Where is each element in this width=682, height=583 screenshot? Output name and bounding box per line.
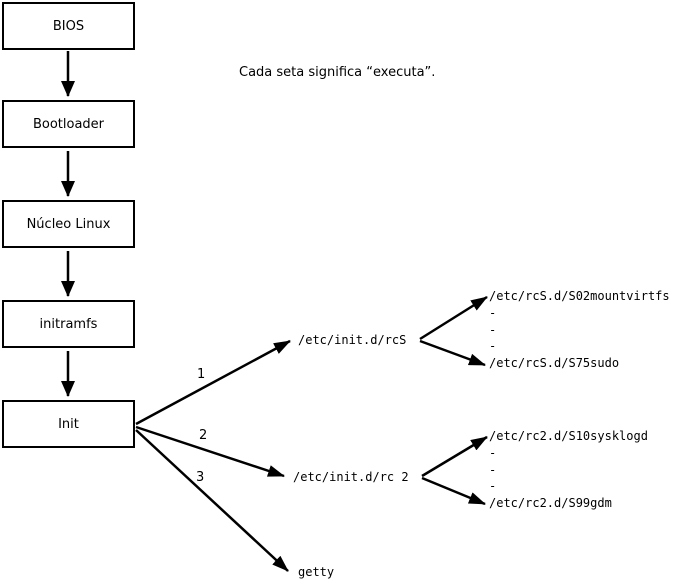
arrow-init-to-rcs-icon <box>135 339 291 426</box>
label-rc2-child-s10sysklogd: /etc/rc2.d/S10sysklogd <box>489 429 648 443</box>
arrow-init-to-getty-icon <box>135 429 289 572</box>
branch-number-3: 3 <box>196 470 205 485</box>
label-rc2-child-dash: - <box>489 446 497 460</box>
arrow-rc2-to-s10sysklogd-icon <box>421 435 488 478</box>
arrow-rcs-to-s75sudo-icon <box>419 339 486 367</box>
label-getty: getty <box>298 565 335 579</box>
label-rc2-child-dash: - <box>489 479 497 493</box>
box-init: Init <box>2 400 135 448</box>
label-etc-init-d-rcs: /etc/init.d/rcS <box>298 333 407 347</box>
box-linux-kernel: Núcleo Linux <box>2 200 135 248</box>
label-rc2-child-dash: - <box>489 463 497 477</box>
branch-number-1: 1 <box>197 367 206 382</box>
arrow-init-to-rc2-icon <box>135 425 285 478</box>
box-initramfs-label: initramfs <box>39 316 98 332</box>
label-rcs-child-dash: - <box>489 306 497 320</box>
box-bootloader-label: Bootloader <box>32 116 105 132</box>
arrow-rc2-to-s99gdm-icon <box>421 476 486 506</box>
box-init-label: Init <box>58 416 79 432</box>
box-bios: BIOS <box>2 2 135 50</box>
box-initramfs: initramfs <box>2 300 135 348</box>
branch-number-2: 2 <box>199 428 208 443</box>
label-etc-init-d-rc2: /etc/init.d/rc 2 <box>293 470 409 484</box>
box-linux-kernel-label: Núcleo Linux <box>26 216 111 232</box>
label-rc2-child-s99gdm: /etc/rc2.d/S99gdm <box>489 496 612 510</box>
label-rcs-child-dash: - <box>489 339 497 353</box>
box-bootloader: Bootloader <box>2 100 135 148</box>
label-rcs-child-s75sudo: /etc/rcS.d/S75sudo <box>489 356 620 370</box>
label-rcs-child-s02mountvirtfs: /etc/rcS.d/S02mountvirtfs <box>489 289 670 303</box>
note-arrow-meaning: Cada seta significa “executa”. <box>239 65 436 80</box>
box-bios-label: BIOS <box>52 18 85 34</box>
label-rcs-child-dash: - <box>489 323 497 337</box>
arrow-rcs-to-s02mountvirtfs-icon <box>419 295 488 341</box>
